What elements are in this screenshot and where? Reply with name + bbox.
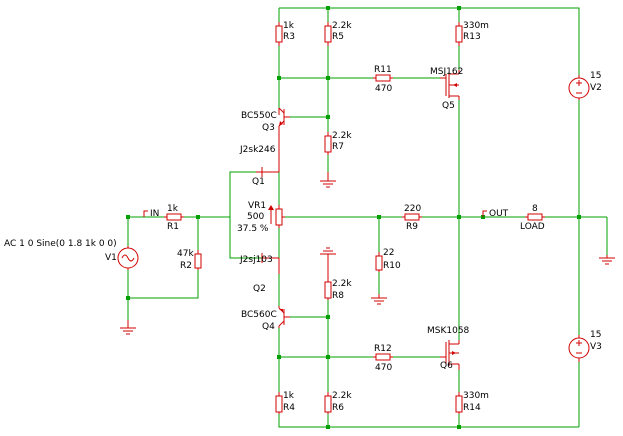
resistor-r7 xyxy=(324,132,332,155)
resistor-r10 xyxy=(375,252,383,272)
resistor-r3 xyxy=(275,22,283,46)
transistor-q3 xyxy=(278,107,290,172)
q2-name-label: Q2 xyxy=(253,284,266,294)
q1-model-label: J2sk246 xyxy=(239,145,276,155)
q2-model-label: J2sj103 xyxy=(239,255,273,265)
source-v2 xyxy=(568,75,590,100)
v3-value-label: 15 xyxy=(590,330,601,340)
resistor-r4 xyxy=(275,392,283,414)
in-net-label: IN xyxy=(150,209,159,219)
vr1-name-label: VR1 xyxy=(248,201,266,211)
vr1-value-label: 500 xyxy=(247,212,264,222)
q5-name-label: Q5 xyxy=(442,101,455,111)
r11-value-label: 470 xyxy=(375,84,392,94)
q4-name-label: Q4 xyxy=(262,322,275,332)
r4-value-label: 1k xyxy=(283,391,295,401)
r13-name-label: R13 xyxy=(463,32,481,42)
r7-value-label: 2.2k xyxy=(332,131,352,141)
v3-name-label: V3 xyxy=(590,342,602,352)
q1-name-label: Q1 xyxy=(252,177,265,187)
resistor-r11 xyxy=(373,74,393,82)
resistor-r8 xyxy=(324,278,332,300)
source-v3 xyxy=(568,335,590,362)
resistor-r6 xyxy=(324,392,332,414)
r9-name-label: R9 xyxy=(406,222,418,232)
resistor-r14 xyxy=(455,392,463,414)
resistor-r9 xyxy=(402,213,422,221)
r5-name-label: R5 xyxy=(332,32,344,42)
mosfet-q5 xyxy=(440,70,460,100)
component-labels: 1k R3 2.2k R5 330m R13 MSJ162 Q5 R11 470… xyxy=(4,21,602,413)
r11-name-label: R11 xyxy=(374,65,392,75)
ground-r7 xyxy=(320,172,336,188)
resistor-r13 xyxy=(455,22,463,46)
r2-name-label: R2 xyxy=(180,261,192,271)
mosfet-q6 xyxy=(440,340,460,370)
r3-value-label: 1k xyxy=(283,21,295,31)
r9-value-label: 220 xyxy=(404,204,421,214)
vr1-setting-label: 37.5 % xyxy=(237,224,269,234)
ground-load xyxy=(599,255,615,265)
v1-name-label: V1 xyxy=(105,253,117,263)
r3-name-label: R3 xyxy=(283,32,295,42)
r10-name-label: R10 xyxy=(383,261,401,271)
jfet-q1 xyxy=(256,167,279,177)
jfet-q2 xyxy=(261,253,280,274)
ground-v1 xyxy=(120,320,136,335)
v1-spec-label: AC 1 0 Sine(0 1.8 1k 0 0) xyxy=(4,239,117,249)
load-name-label: LOAD xyxy=(520,222,545,232)
v2-name-label: V2 xyxy=(590,83,602,93)
flag-in xyxy=(143,210,148,217)
r1-value-label: 1k xyxy=(167,204,179,214)
v2-value-label: 15 xyxy=(590,71,601,81)
resistor-load xyxy=(525,213,545,221)
resistor-r12 xyxy=(373,353,393,361)
r8-value-label: 2.2k xyxy=(332,279,352,289)
resistor-r1 xyxy=(164,213,184,221)
ground-r10 xyxy=(371,294,387,305)
q3-model-label: BC550C xyxy=(241,111,277,121)
q6-name-label: Q6 xyxy=(440,361,453,371)
r13-value-label: 330m xyxy=(463,21,489,31)
q4-model-label: BC560C xyxy=(241,310,277,320)
ground-r8 xyxy=(320,247,336,278)
transistor-q4 xyxy=(278,306,290,328)
r7-name-label: R7 xyxy=(332,142,344,152)
r6-value-label: 2.2k xyxy=(332,391,352,401)
load-value-label: 8 xyxy=(532,204,538,214)
r12-value-label: 470 xyxy=(375,363,392,373)
r14-name-label: R14 xyxy=(463,403,481,413)
r5-value-label: 2.2k xyxy=(332,21,352,31)
source-v1 xyxy=(117,246,139,270)
flag-out xyxy=(482,210,487,217)
r10-value-label: 22 xyxy=(383,248,394,258)
r6-name-label: R6 xyxy=(332,403,344,413)
resistor-r2 xyxy=(194,250,202,270)
r12-name-label: R12 xyxy=(374,344,392,354)
out-net-label: OUT xyxy=(489,209,509,219)
q6-model-label: MSK1058 xyxy=(427,326,470,336)
potentiometer-vr1 xyxy=(268,205,285,228)
q3-name-label: Q3 xyxy=(262,123,275,133)
r4-name-label: R4 xyxy=(283,403,295,413)
r1-name-label: R1 xyxy=(167,222,179,232)
r8-name-label: R8 xyxy=(332,291,344,301)
resistor-r5 xyxy=(324,22,332,46)
r14-value-label: 330m xyxy=(463,391,489,401)
r2-value-label: 47k xyxy=(177,249,194,259)
q5-model-label: MSJ162 xyxy=(430,67,463,77)
